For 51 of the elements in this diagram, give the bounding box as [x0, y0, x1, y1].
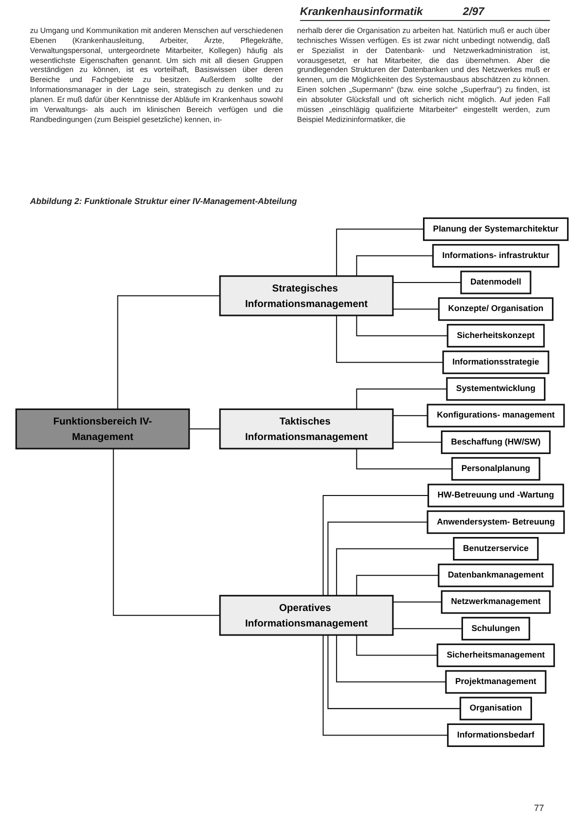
node-box: Taktisches Informationsmanagement [219, 408, 394, 450]
connector [117, 295, 220, 410]
node-box: Planung der Systemarchitektur [423, 217, 569, 241]
connector [356, 315, 448, 336]
node-box: HW-Betreuung und -Wartung [428, 484, 564, 508]
node-box: Benutzerservice [452, 537, 539, 561]
node-box: Organisation [460, 696, 532, 720]
node-box: Informationsstrategie [442, 350, 550, 374]
connector [392, 440, 442, 443]
connector [356, 255, 433, 276]
node-box: Strategisches Informationsmanagement [219, 275, 394, 316]
connector [327, 522, 428, 596]
node-box: Personalplanung [451, 457, 540, 481]
node-box: Projektmanagement [445, 670, 546, 694]
node-box: Konzepte/ Organisation [438, 297, 554, 321]
node-box: Schulungen [461, 616, 530, 640]
node-box: Netzwerkmanagement [440, 590, 551, 614]
node-box: Anwendersystem- Betreuung [426, 510, 565, 534]
connector [392, 602, 442, 604]
connector [356, 388, 447, 410]
node-box: Informationsbedarf [447, 723, 545, 747]
node-box: Operatives Informationsmanagement [219, 594, 394, 636]
connector [188, 428, 220, 430]
connector [336, 315, 444, 363]
node-box: Systementwicklung [446, 377, 546, 401]
connector [327, 635, 460, 710]
node-box: Datenmodell [460, 270, 532, 294]
connector [322, 495, 428, 596]
connector [392, 282, 462, 284]
node-box: Funktionsbereich IV-Management [15, 408, 190, 450]
node-box: Sicherheitskonzept [446, 324, 545, 348]
connector [356, 448, 452, 470]
node-box: Konfigurations- management [426, 404, 565, 428]
figure-caption: Abbildung 2: Funktionale Struktur einer IV-Management-Abteilung [30, 196, 297, 206]
connector [356, 574, 439, 596]
connector [322, 635, 448, 736]
page-number: 77 [534, 803, 544, 813]
connector [392, 307, 439, 310]
node-box: Sicherheitsmanagement [436, 644, 555, 668]
issue-number: 2/97 [462, 6, 484, 18]
running-header: Krankenhausinformatik [300, 6, 423, 18]
connector [392, 415, 428, 418]
connector [392, 626, 462, 630]
connector [336, 228, 424, 276]
node-box: Informations- infrastruktur [432, 244, 560, 268]
connector [112, 448, 220, 616]
node-box: Beschaffung (HW/SW) [440, 430, 551, 454]
connector [356, 635, 438, 656]
connector [336, 635, 446, 682]
node-box: Datenbankmanagement [438, 564, 554, 588]
connector [336, 548, 454, 596]
